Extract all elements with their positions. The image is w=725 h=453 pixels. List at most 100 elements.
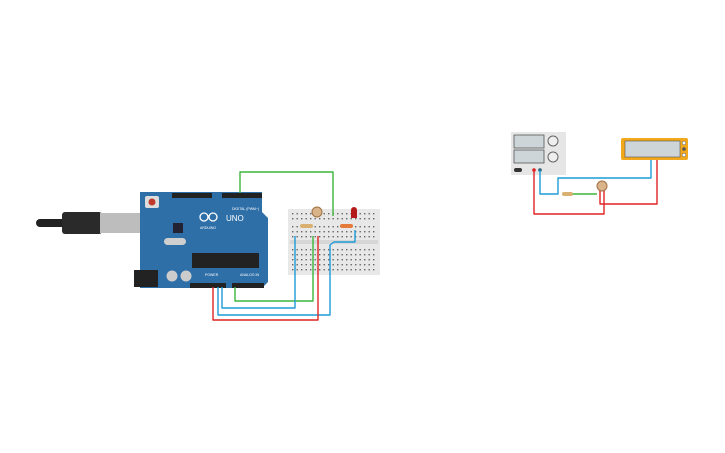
breadboard-hole [319, 269, 321, 271]
breadboard-hole [350, 269, 352, 271]
breadboard-hole [350, 218, 352, 220]
breadboard-hole [346, 259, 348, 261]
breadboard-hole [346, 213, 348, 215]
breadboard-hole [337, 259, 339, 261]
breadboard-hole [341, 254, 343, 256]
breadboard-hole [337, 269, 339, 271]
breadboard-hole [364, 249, 366, 251]
breadboard-hole [310, 218, 312, 220]
wire-blue[interactable] [217, 230, 356, 316]
breadboard-hole [296, 259, 298, 261]
usb-cable[interactable] [36, 212, 158, 234]
breadboard-hole [292, 254, 294, 256]
breadboard-hole [310, 254, 312, 256]
breadboard-hole [328, 213, 330, 215]
multimeter[interactable] [621, 138, 688, 160]
breadboard-hole [292, 213, 294, 215]
arduino-uno-board[interactable]: DIGITAL (PWM~) ARDUINO UNO POWER ANALOG … [134, 192, 268, 288]
breadboard-hole [332, 231, 334, 233]
breadboard-hole [359, 269, 361, 271]
breadboard-hole [350, 254, 352, 256]
wire-red[interactable] [599, 160, 658, 205]
breadboard-hole [305, 264, 307, 266]
breadboard-hole [373, 226, 375, 228]
breadboard-hole [337, 236, 339, 238]
breadboard-hole [346, 254, 348, 256]
breadboard-hole [319, 259, 321, 261]
resistor[interactable] [562, 192, 573, 196]
breadboard-hole [301, 249, 303, 251]
photoresistor[interactable] [596, 180, 608, 192]
breadboard-hole [332, 249, 334, 251]
breadboard-hole [364, 213, 366, 215]
breadboard-hole [328, 226, 330, 228]
breadboard-hole [341, 218, 343, 220]
breadboard-hole [364, 259, 366, 261]
breadboard-hole [328, 254, 330, 256]
breadboard-hole [328, 259, 330, 261]
breadboard-hole [310, 269, 312, 271]
breadboard-hole [355, 226, 357, 228]
breadboard-hole [332, 218, 334, 220]
current-knob[interactable] [547, 151, 559, 163]
wire-green[interactable] [234, 236, 314, 302]
resistor[interactable] [340, 224, 353, 228]
breadboard-hole [314, 259, 316, 261]
breadboard-hole [337, 213, 339, 215]
power-switch[interactable] [514, 168, 522, 172]
breadboard-hole [368, 254, 370, 256]
breadboard-hole [364, 264, 366, 266]
breadboard-hole [346, 231, 348, 233]
breadboard-hole [296, 269, 298, 271]
breadboard-hole [314, 236, 316, 238]
breadboard-hole [355, 249, 357, 251]
breadboard-hole [319, 226, 321, 228]
breadboard-hole [346, 269, 348, 271]
breadboard-hole [296, 254, 298, 256]
breadboard-hole [319, 218, 321, 220]
led-red[interactable] [351, 207, 357, 218]
breadboard-hole [305, 254, 307, 256]
breadboard-hole [328, 249, 330, 251]
digital-header-left [172, 193, 212, 198]
breadboard-hole [341, 269, 343, 271]
breadboard-hole [314, 218, 316, 220]
breadboard-hole [292, 249, 294, 251]
power-supply[interactable] [511, 132, 566, 175]
breadboard-hole [314, 269, 316, 271]
breadboard-hole [337, 218, 339, 220]
breadboard-hole [314, 264, 316, 266]
breadboard-hole [323, 226, 325, 228]
wire-blue[interactable] [539, 160, 652, 195]
breadboard-hole [319, 264, 321, 266]
voltage-knob[interactable] [547, 135, 559, 147]
resistor[interactable] [300, 224, 313, 228]
power-jack[interactable] [134, 270, 158, 287]
digital-header-right [222, 193, 262, 198]
breadboard-hole [301, 236, 303, 238]
photoresistor[interactable] [311, 206, 323, 218]
wire-red[interactable] [533, 170, 605, 215]
breadboard-hole [296, 249, 298, 251]
breadboard-hole [359, 254, 361, 256]
breadboard-hole [323, 259, 325, 261]
wire-green[interactable] [239, 171, 334, 216]
breadboard-hole [310, 236, 312, 238]
breadboard-hole [328, 264, 330, 266]
wire-red[interactable] [212, 236, 319, 321]
breadboard-hole [292, 269, 294, 271]
breadboard-hole [337, 249, 339, 251]
breadboard-hole [305, 213, 307, 215]
breadboard-hole [332, 226, 334, 228]
breadboard-hole [364, 254, 366, 256]
breadboard-hole [350, 264, 352, 266]
breadboard-hole [301, 269, 303, 271]
model-label: UNO [226, 214, 244, 223]
breadboard-hole [323, 254, 325, 256]
breadboard-hole [301, 259, 303, 261]
breadboard-hole [292, 226, 294, 228]
wire-blue[interactable] [221, 236, 296, 309]
breadboard-hole [323, 264, 325, 266]
breadboard-hole [292, 259, 294, 261]
